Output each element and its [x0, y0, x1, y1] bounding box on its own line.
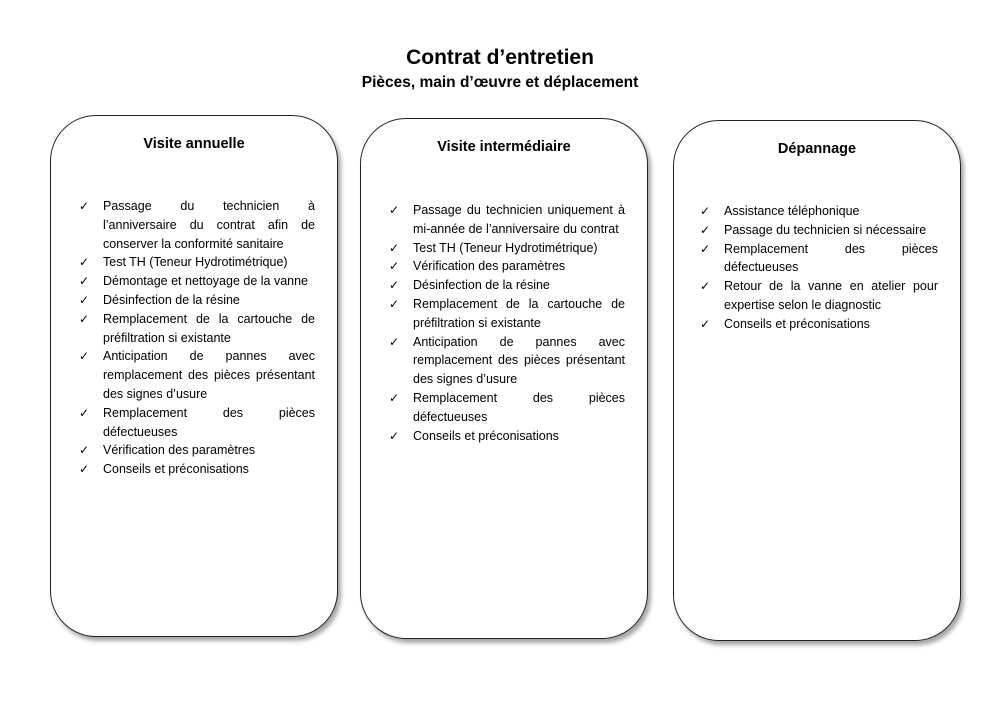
- list-item: ✓ Assistance téléphonique: [698, 202, 938, 221]
- checkmark-icon: ✓: [389, 390, 400, 405]
- card-title: Visite annuelle: [143, 136, 245, 152]
- checkmark-icon: ✓: [700, 241, 711, 256]
- card-item-list: ✓ Passage du technicien uniquement à mi-a…: [387, 201, 625, 445]
- list-item-text: Passage du technicien si nécessaire: [724, 222, 927, 237]
- list-item: ✓ Conseils et préconisations: [77, 460, 315, 479]
- card-visite-annuelle: Visite annuelle ✓ Passage du technicien à…: [50, 115, 338, 637]
- list-item-text: Vérification des paramètres: [413, 259, 566, 274]
- list-item-text: Désinfection de la résine: [413, 278, 550, 293]
- card-item-list: ✓ Assistance téléphonique ✓ Passage du tech…: [698, 202, 938, 334]
- list-item-text: Remplacement de la cartouche de préfiltr…: [103, 311, 315, 345]
- list-item-text: Démontage et nettoyage de la vanne: [103, 274, 309, 289]
- checkmark-icon: ✓: [389, 278, 400, 293]
- list-item-text: Remplacement des pièces défectueuses: [413, 390, 625, 424]
- list-item: ✓ Remplacement des pièces défectueuses: [77, 404, 315, 442]
- list-item: ✓ Conseils et préconisations: [698, 315, 938, 334]
- checkmark-icon: ✓: [389, 428, 400, 443]
- list-item-text: Conseils et préconisations: [724, 316, 870, 331]
- checkmark-icon: ✓: [79, 311, 90, 326]
- list-item: ✓ Test TH (Teneur Hydrotimétrique): [77, 253, 315, 272]
- list-item: ✓ Retour de la vanne en atelier pour expe…: [698, 277, 938, 315]
- list-item-text: Conseils et préconisations: [413, 428, 559, 443]
- checkmark-icon: ✓: [700, 222, 711, 237]
- list-item: ✓ Remplacement des pièces défectueuses: [698, 240, 938, 278]
- checkmark-icon: ✓: [79, 405, 90, 420]
- checkmark-icon: ✓: [389, 203, 400, 217]
- list-item: ✓ Désinfection de la résine: [387, 276, 625, 295]
- list-item-text: Conseils et préconisations: [103, 462, 249, 477]
- checkmark-icon: ✓: [389, 240, 400, 255]
- list-item-text: Vérification des paramètres: [103, 443, 256, 458]
- list-item-text: Désinfection de la résine: [103, 292, 240, 307]
- list-item-text: Remplacement des pièces défectueuses: [724, 241, 938, 275]
- list-item: ✓ Démontage et nettoyage de la vanne: [77, 272, 315, 291]
- list-item: ✓ Vérification des paramètres: [387, 257, 625, 276]
- page-subtitle: Pièces, main d’œuvre et déplacement: [361, 74, 639, 91]
- list-item: ✓ Remplacement de la cartouche de préfilt…: [77, 310, 315, 348]
- list-item-text: Passage du technicien uniquement à mi-an…: [413, 203, 625, 236]
- list-item: ✓ Passage du technicien si nécessaire: [698, 221, 938, 240]
- list-item: ✓ Anticipation de pannes avec remplacemen…: [77, 347, 315, 403]
- list-item-text: Assistance téléphonique: [724, 204, 860, 218]
- card-title: Visite intermédiaire: [437, 139, 571, 155]
- checkmark-icon: ✓: [79, 443, 90, 458]
- checkmark-icon: ✓: [700, 204, 711, 218]
- card-item-list: ✓ Passage du technicien à l’anniversaire …: [77, 197, 315, 479]
- list-item: ✓ Conseils et préconisations: [387, 427, 625, 446]
- checkmark-icon: ✓: [79, 349, 90, 364]
- list-item: ✓ Vérification des paramètres: [77, 441, 315, 460]
- checkmark-icon: ✓: [389, 259, 400, 274]
- list-item: ✓ Remplacement des pièces défectueuses: [387, 389, 625, 427]
- list-item-text: Test TH (Teneur Hydrotimétrique): [103, 255, 288, 270]
- checkmark-icon: ✓: [389, 296, 400, 311]
- card-depannage: Dépannage ✓ Assistance téléphonique ✓ Passa…: [673, 120, 961, 641]
- list-item: ✓ Anticipation de pannes avec remplacemen…: [387, 333, 625, 389]
- list-item-text: Anticipation de pannes avec remplacement…: [413, 334, 625, 387]
- checkmark-icon: ✓: [700, 279, 711, 294]
- card-visite-intermediaire: Visite intermédiaire ✓ Passage du technic…: [360, 118, 648, 639]
- list-item: ✓ Désinfection de la résine: [77, 291, 315, 310]
- checkmark-icon: ✓: [79, 274, 90, 289]
- checkmark-icon: ✓: [79, 462, 90, 477]
- card-title: Dépannage: [777, 141, 857, 157]
- checkmark-icon: ✓: [389, 334, 400, 349]
- checkmark-icon: ✓: [700, 316, 711, 331]
- checkmark-icon: ✓: [79, 255, 90, 270]
- list-item: ✓ Remplacement de la cartouche de préfilt…: [387, 295, 625, 333]
- list-item-text: Anticipation de pannes avec remplacement…: [103, 349, 315, 401]
- list-item: ✓ Passage du technicien uniquement à mi-a…: [387, 201, 625, 239]
- list-item-text: Passage du technicien à l’anniversaire d…: [103, 199, 315, 251]
- list-item-text: Test TH (Teneur Hydrotimétrique): [413, 240, 598, 255]
- checkmark-icon: ✓: [79, 292, 90, 307]
- list-item-text: Retour de la vanne en atelier pour exper…: [724, 279, 938, 312]
- list-item-text: Remplacement de la cartouche de préfiltr…: [413, 296, 625, 330]
- list-item: ✓ Test TH (Teneur Hydrotimétrique): [387, 239, 625, 258]
- list-item-text: Remplacement des pièces défectueuses: [103, 405, 315, 439]
- list-item: ✓ Passage du technicien à l’anniversaire …: [77, 197, 315, 253]
- checkmark-icon: ✓: [79, 199, 90, 213]
- page-title: Contrat d’entretien: [406, 46, 594, 69]
